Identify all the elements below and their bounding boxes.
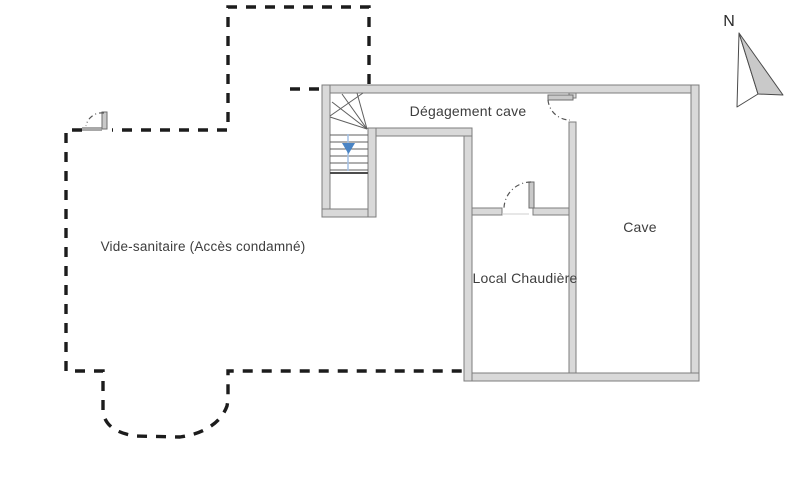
wall-chaudiere-right xyxy=(532,207,570,216)
wall-stair-left xyxy=(321,84,331,218)
wall-right xyxy=(690,84,700,382)
wall-chaudiere-left xyxy=(471,207,503,216)
room-label-cave: Cave xyxy=(623,219,656,235)
room-labels: Dégagement cave Cave Local Chaudière Vid… xyxy=(101,103,657,286)
wall-stair-right xyxy=(367,127,377,218)
stair-direction-arrow xyxy=(342,134,355,171)
winder-line xyxy=(356,92,368,130)
vide-sanitaire-boundary xyxy=(64,5,464,439)
condemned-access-door xyxy=(82,111,108,131)
staircase xyxy=(329,92,368,174)
wall-top xyxy=(321,84,700,94)
basement-walls xyxy=(321,84,700,382)
boundary-top-section xyxy=(112,5,371,132)
north-compass: N xyxy=(723,13,784,108)
wall-bottom xyxy=(463,372,700,382)
winder-line xyxy=(331,101,368,130)
winder-edge xyxy=(329,92,364,117)
door-swing-arc xyxy=(503,181,532,209)
door-swing-arc xyxy=(547,99,571,121)
door-sill xyxy=(82,127,102,131)
boundary-left-bottom-section xyxy=(64,128,464,439)
winder-line xyxy=(329,116,368,130)
winder-line xyxy=(341,93,368,130)
door-swing-arc xyxy=(85,112,105,127)
door-leaf xyxy=(528,181,535,209)
compass-needle-shaded xyxy=(738,32,784,96)
wall-block-left xyxy=(463,127,473,382)
room-label-vide-sanitaire: Vide-sanitaire (Accès condamné) xyxy=(101,239,306,254)
room-label-degagement-cave: Dégagement cave xyxy=(410,103,527,119)
wall-partition-cave xyxy=(568,121,577,374)
stair-arrow-head xyxy=(342,143,355,154)
room-label-local-chaudiere: Local Chaudière xyxy=(473,270,578,286)
door-leaf xyxy=(101,111,108,130)
door-leaf xyxy=(547,94,574,101)
wall-corridor-bottom xyxy=(367,127,473,137)
local-chaudiere-door xyxy=(502,181,535,215)
cave-door xyxy=(547,94,574,121)
north-label: N xyxy=(723,13,735,30)
